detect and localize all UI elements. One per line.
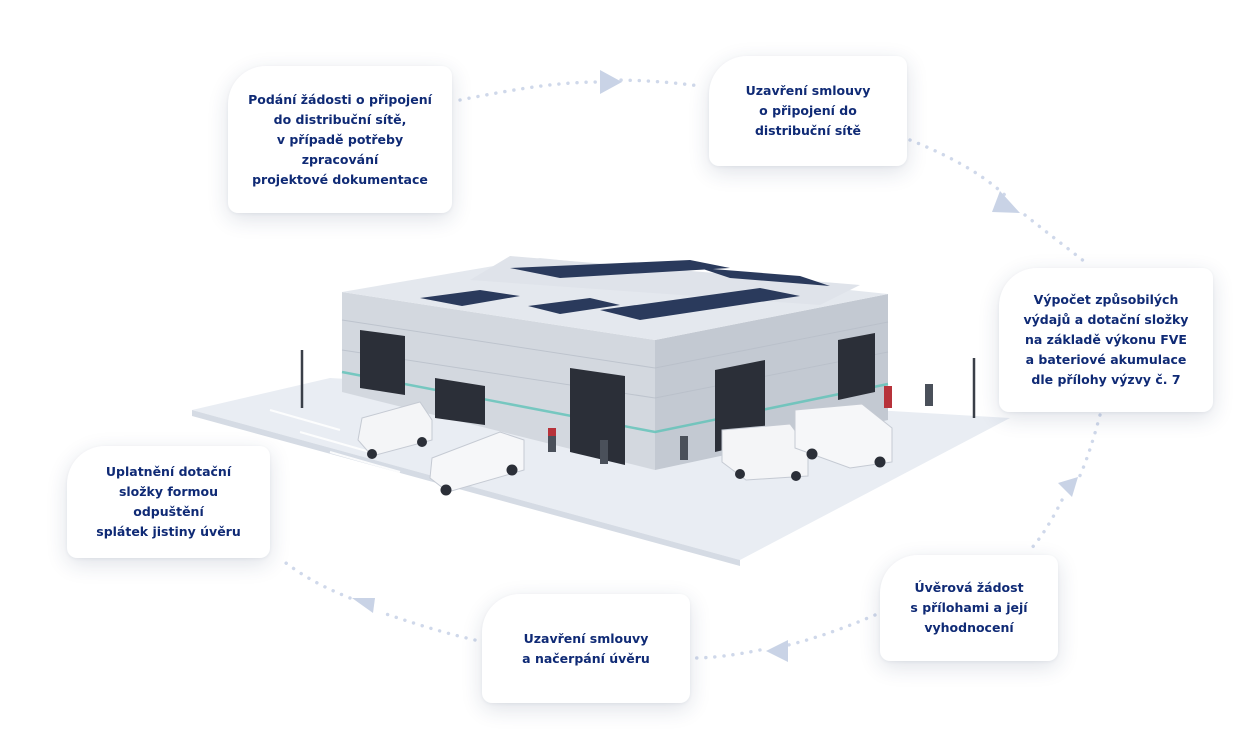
step-3-text: Výpočet způsobilých výdajů a dotační slo… [1023,292,1189,387]
step-5-text: Uzavření smlouvy a načerpání úvěru [522,630,650,666]
step-card-grid-connection-contract: Uzavření smlouvy o připojení do distribu… [709,56,907,166]
charging-station-icon [680,436,688,460]
garage-door [435,378,485,425]
step-card-loan-application: Úvěrová žádost s přílohami a její vyhodn… [880,555,1058,661]
garage-door [570,368,625,465]
step-card-grid-connection-application: Podání žádosti o připojení do distribučn… [228,66,452,213]
connector-2-3 [908,138,1012,202]
arrow-left-icon [766,640,788,662]
step-6-text: Uplatnění dotační složky formou odpuštěn… [96,464,241,539]
connector-5-6-b [280,558,352,600]
step-card-subsidy-application: Uplatnění dotační složky formou odpuštěn… [67,446,270,558]
van-icon [357,401,433,459]
step-card-eligible-costs-calculation: Výpočet způsobilých výdajů a dotační slo… [999,268,1213,412]
charging-station-icon [548,430,556,452]
arrow-down-right-icon [992,191,1020,213]
connector-4-5 [773,613,877,650]
van-icon [721,423,809,481]
solar-panel-icon [528,298,620,314]
solar-panel-icon [420,290,520,306]
connector-2-3-b [1023,213,1087,264]
solar-panel-icon [510,260,730,278]
connector-1-2 [458,80,602,102]
garage-door [360,330,405,395]
arrow-right-icon [600,70,622,94]
step-card-loan-contract-drawdown: Uzavření smlouvy a načerpání úvěru [482,594,690,703]
connector-3-4 [1076,413,1102,482]
solar-panel-icon [600,288,800,320]
step-1-text: Podání žádosti o připojení do distribučn… [248,91,432,187]
van-icon [794,403,893,469]
step-2-text: Uzavření smlouvy o připojení do distribu… [745,83,871,138]
van-icon [429,431,525,496]
solar-panel-icon [700,268,830,286]
charging-station-icon [600,440,608,464]
charging-station-icon [925,384,933,406]
step-4-text: Úvěrová žádost s přílohami a její vyhodn… [910,580,1028,635]
arrow-up-left-icon [352,598,375,613]
connector-4-5-b [692,648,762,660]
garage-door [838,333,875,400]
connector-5-6 [378,610,477,642]
connector-1-2-b [610,78,702,88]
arrow-down-left-icon [1058,477,1078,497]
